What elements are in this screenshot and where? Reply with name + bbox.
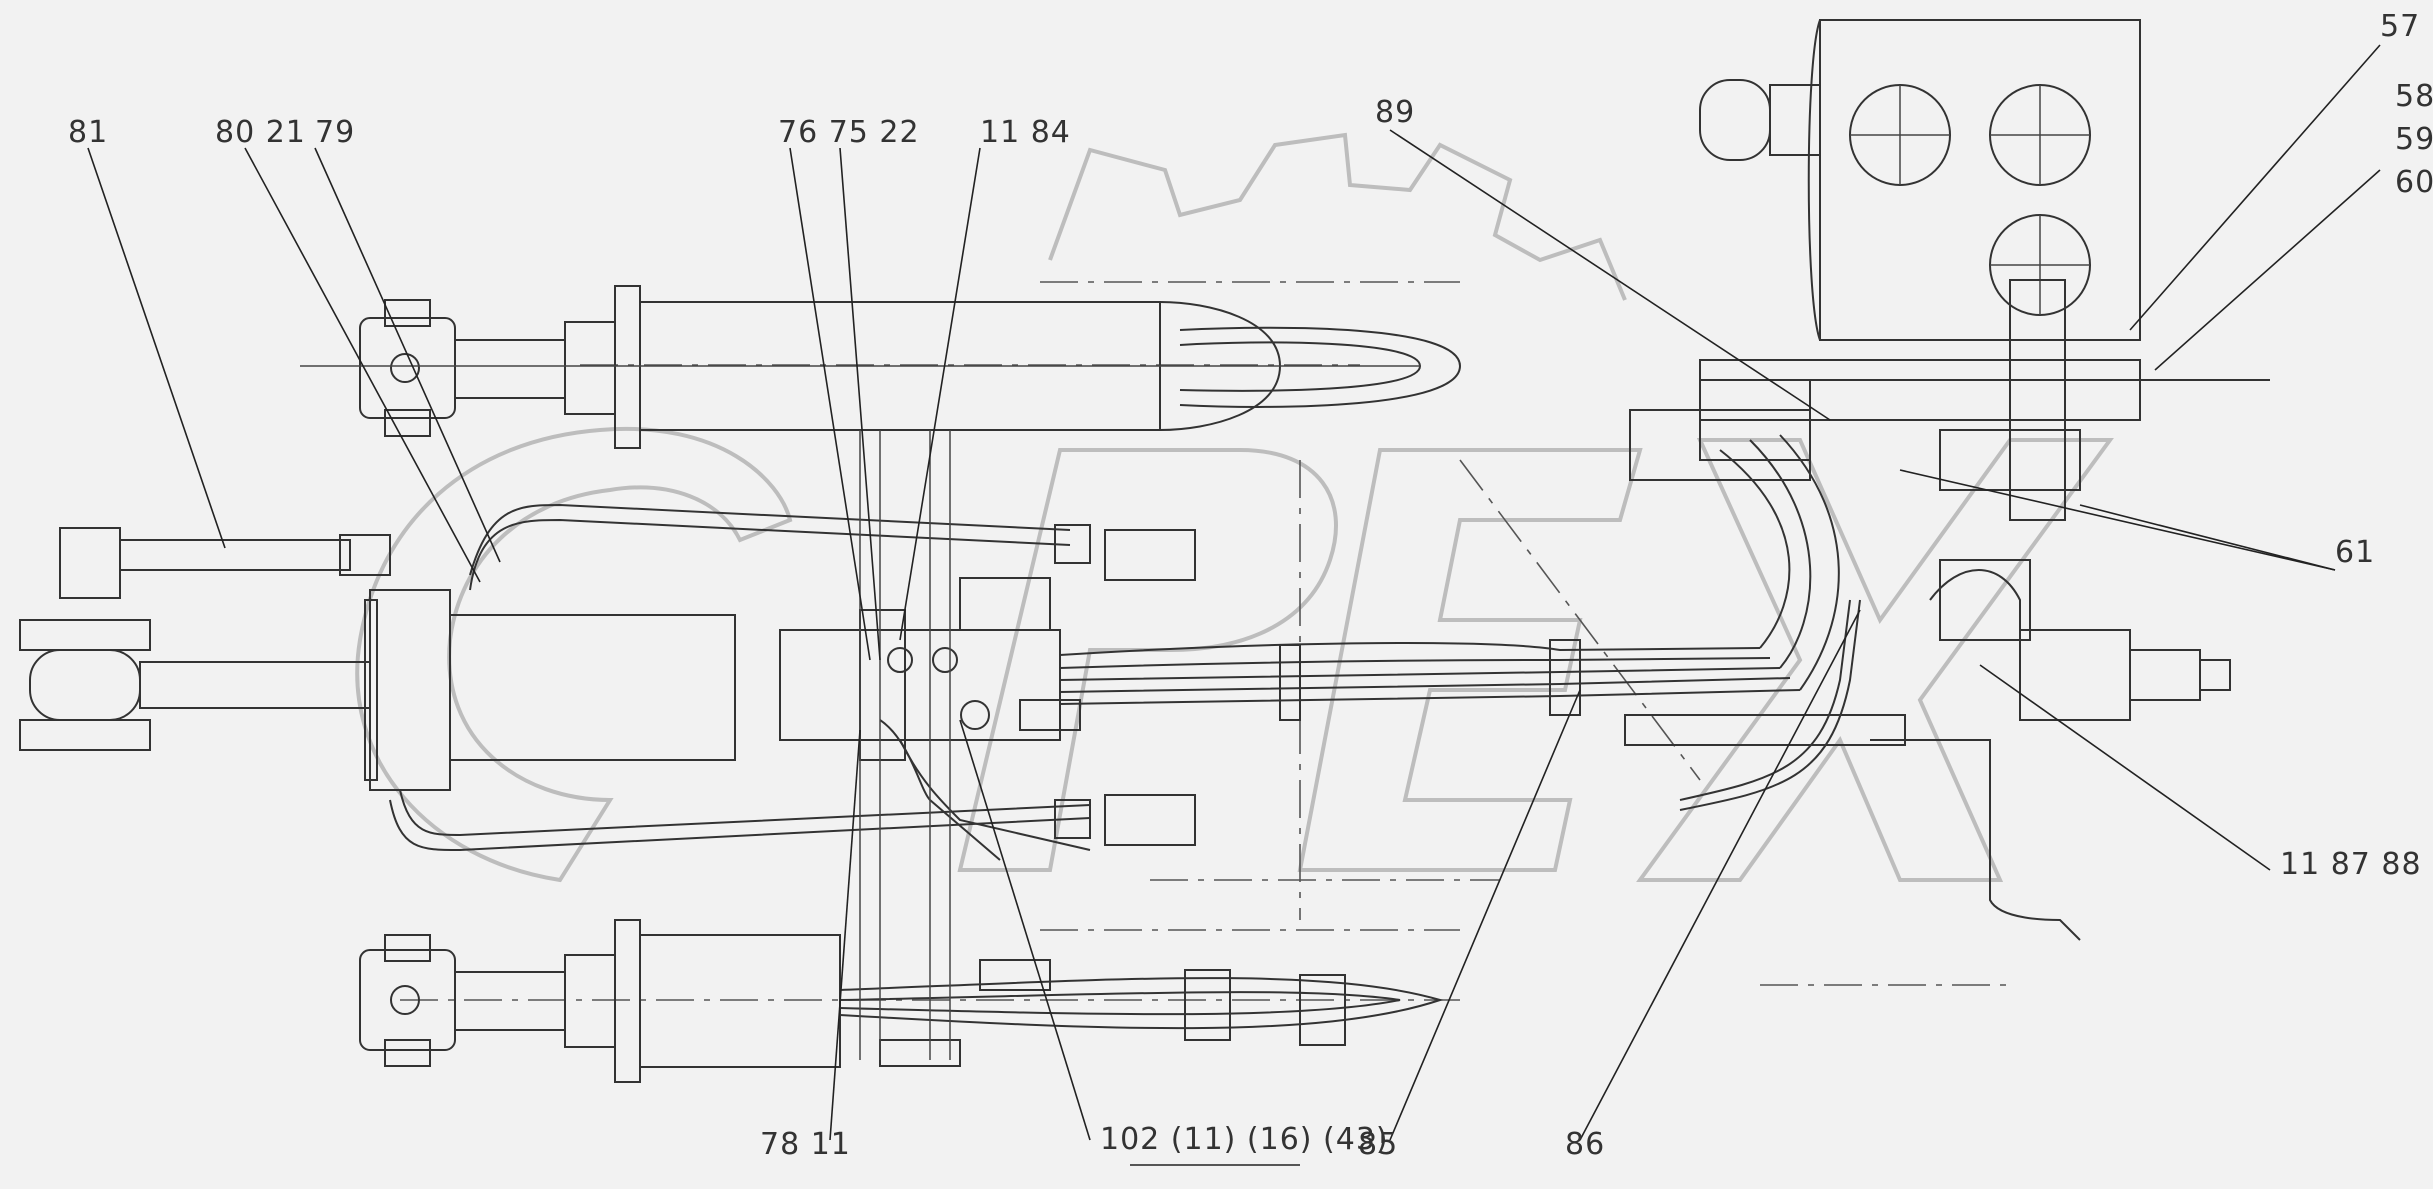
leader-lines — [87, 44, 2381, 1166]
callout-85: 85 — [1358, 1127, 1399, 1162]
hydraulic-tank — [1629, 19, 2270, 941]
callout-60: 60 — [2395, 165, 2433, 200]
callout-102-11-16-43: 102 (11) (16) (43) — [1100, 1122, 1389, 1157]
callout-81: 81 — [68, 115, 109, 150]
left-axle-assembly — [19, 503, 1196, 852]
callout-86: 86 — [1565, 1127, 1606, 1162]
hose-bundle — [1059, 434, 1906, 811]
callout-76-75-22: 76 75 22 — [778, 115, 920, 150]
callout-58: 58 — [2395, 79, 2433, 114]
callout-78-11: 78 11 — [760, 1127, 851, 1162]
callout-61: 61 — [2335, 535, 2376, 570]
callout-89: 89 — [1375, 95, 1416, 130]
upper-hydraulic-cylinder — [300, 285, 1462, 449]
callout-11-87-88: 11 87 88 — [2280, 847, 2422, 882]
callout-80-21: 80 21 — [215, 115, 306, 150]
callout-11-84: 11 84 — [980, 115, 1071, 150]
valve-block — [779, 430, 1091, 1060]
callout-57: 57 — [2380, 9, 2421, 44]
lower-hydraulic-cylinder — [359, 919, 1444, 1083]
callout-79: 79 — [315, 115, 356, 150]
callout-59: 59 — [2395, 122, 2433, 157]
center-lines — [400, 281, 2010, 1001]
